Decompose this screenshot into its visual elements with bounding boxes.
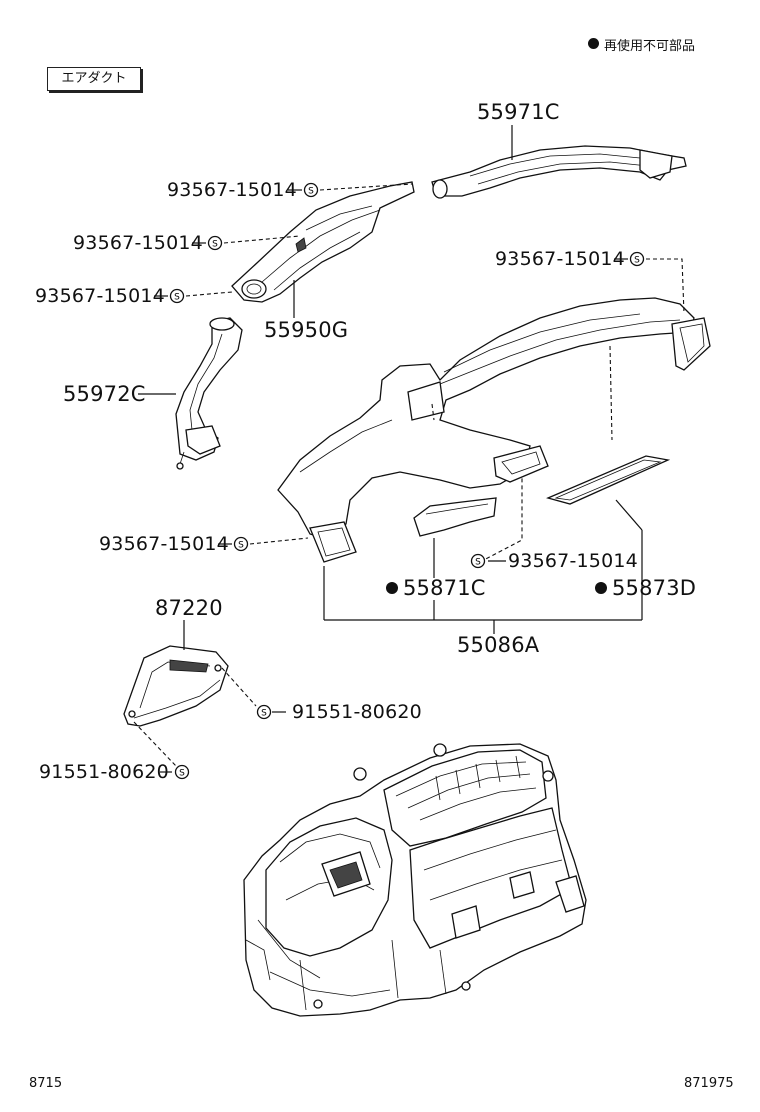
s-mark [207,235,223,251]
leader-lines [133,125,685,773]
bullet-icon [588,38,599,49]
part-label-91551-a: 91551-80620 [292,701,422,723]
part-label-93567-f: 93567-15014 [508,550,638,572]
footer-left-code: 8715 [29,1076,63,1091]
sheet-title: エアダクト [47,67,141,91]
part-label-93567-b: 93567-15014 [73,232,203,254]
svg-text:S: S [179,769,185,779]
s-mark [174,764,190,780]
svg-text:S: S [261,709,267,719]
screw-symbols: S S S S S S S S [169,182,645,780]
s-mark [470,553,486,569]
part-label-55871c: 55871C [386,576,486,600]
seal-55871c [413,497,497,537]
svg-text:S: S [174,293,180,303]
part-label-93567-d: 93567-15014 [495,248,625,270]
s-mark [256,704,272,720]
part-label-55971c: 55971C [477,100,560,124]
svg-text:S: S [634,256,640,266]
gasket-55873d [546,455,671,505]
legend-text: 再使用不可部品 [604,39,696,54]
s-mark [629,251,645,267]
s-mark [169,288,185,304]
duct-55971c [431,145,687,199]
part-label-93567-e: 93567-15014 [99,533,229,555]
s-mark [233,536,249,552]
footer-right-code: 871975 [684,1076,734,1091]
s-mark [303,182,319,198]
part-label-55873d: 55873D [595,576,696,600]
bullet-icon [386,582,398,594]
bullet-icon [595,582,607,594]
duct-55950g [231,181,415,303]
part-number: 55873D [612,576,697,600]
duct-55086a [277,297,711,563]
svg-text:S: S [212,240,218,250]
part-label-87220: 87220 [155,596,223,620]
part-label-55950g: 55950G [264,318,349,342]
register-87220 [123,645,229,727]
svg-text:S: S [238,541,244,551]
part-label-93567-c: 93567-15014 [35,285,165,307]
part-label-55086a: 55086A [457,633,540,657]
heater-unit [243,743,587,1017]
svg-text:S: S [308,187,314,197]
duct-55972c [175,317,243,470]
svg-text:S: S [475,558,481,568]
reuse-legend: 再使用不可部品 [588,35,695,54]
part-number: 55871C [403,576,486,600]
part-label-55972c: 55972C [63,382,146,406]
part-label-91551-b: 91551-80620 [39,761,169,783]
part-label-93567-a: 93567-15014 [167,179,297,201]
